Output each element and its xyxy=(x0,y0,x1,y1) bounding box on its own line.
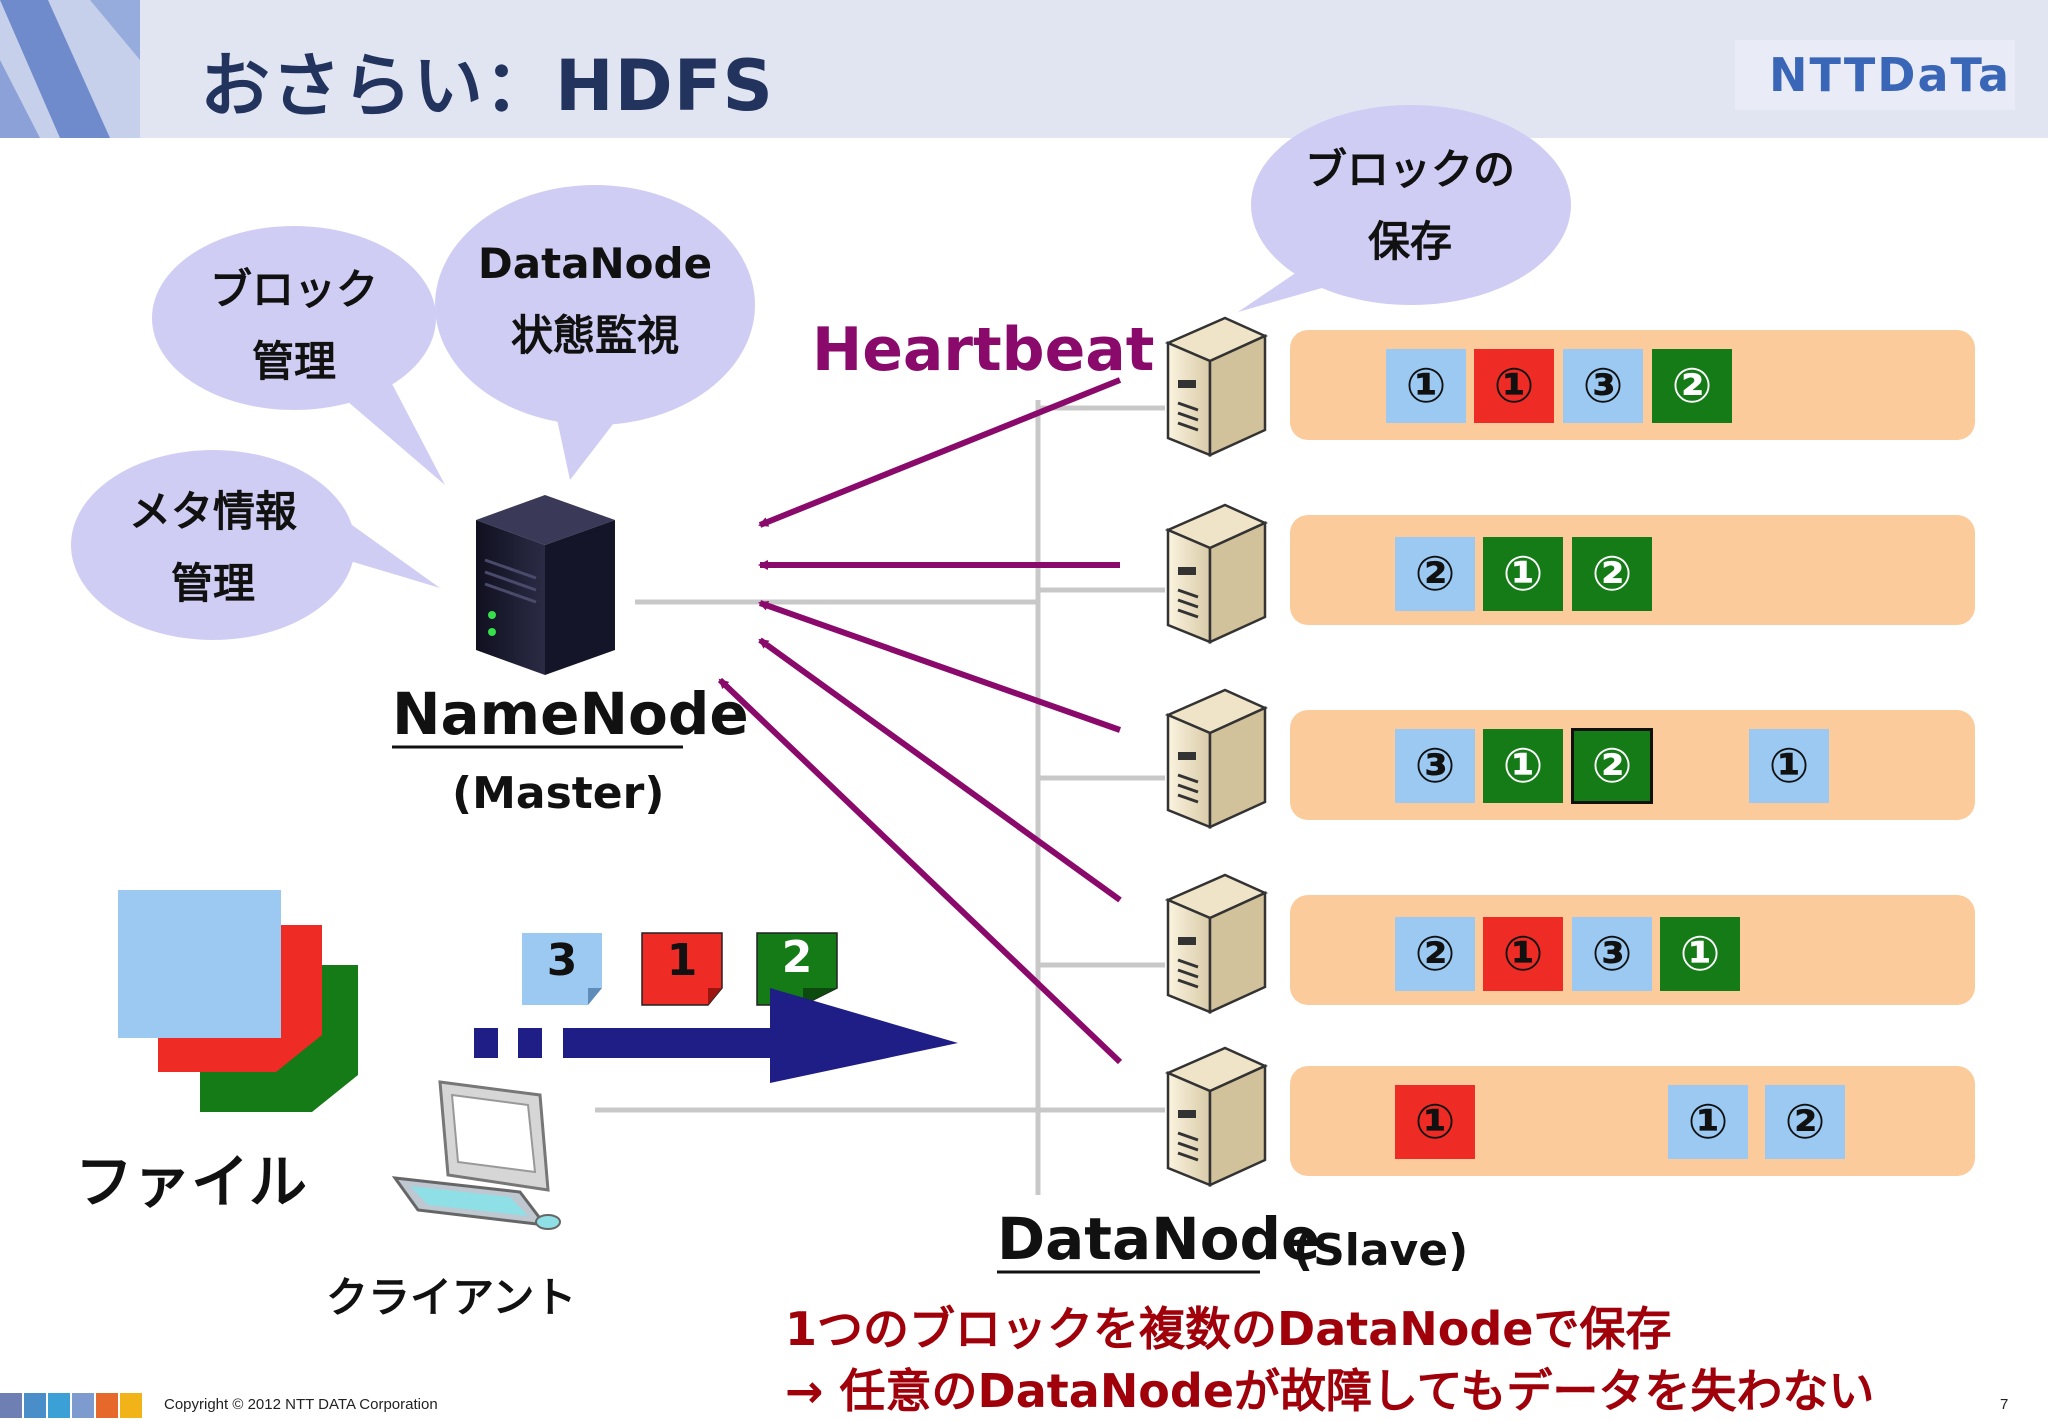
block: ② xyxy=(1395,917,1475,991)
copyright-text: Copyright © 2012 NTT DATA Corporation xyxy=(164,1396,438,1413)
bubble-block-management xyxy=(152,226,445,485)
bubble-datanode-monitor-text: DataNode 状態監視 xyxy=(470,228,720,372)
block: ③ xyxy=(1572,917,1652,991)
file-stack-icon xyxy=(118,890,358,1112)
network-lines xyxy=(595,400,1165,1195)
block: ② xyxy=(1765,1085,1845,1159)
page-number: 7 xyxy=(2000,1396,2009,1413)
datanode-label: DataNode xyxy=(997,1205,1321,1273)
file-chunk-2-label: 2 xyxy=(782,932,813,983)
bubble-block-store-line2: 保存 xyxy=(1367,217,1452,266)
block: ① xyxy=(1386,349,1466,423)
bubble-datanode-monitor xyxy=(435,185,755,480)
datanode-row-5 xyxy=(1290,1066,1975,1176)
bubble-meta-mgmt-line2: 管理 xyxy=(170,559,255,608)
file-chunk-3-label: 3 xyxy=(547,935,578,986)
transfer-arrow xyxy=(474,988,958,1083)
namenode-role-label: (Master) xyxy=(452,768,665,819)
header-bar xyxy=(0,0,2048,138)
block: ① xyxy=(1474,349,1554,423)
file-label: ファイル xyxy=(75,1148,308,1216)
datanode-server-icon xyxy=(1164,316,1269,457)
footer-color-strip xyxy=(0,1393,142,1418)
file-chunk-1-icon xyxy=(641,932,723,1006)
bubble-block-mgmt-line1: ブロック xyxy=(209,265,378,314)
bubble-block-mgmt-text: ブロック 管理 xyxy=(194,254,394,398)
block: ② xyxy=(1571,728,1653,804)
note-line-1: 1つのブロックを複数のDataNodeで保存 xyxy=(785,1302,1672,1356)
bubble-block-store xyxy=(1238,105,1571,312)
namenode-server-icon xyxy=(476,495,615,675)
bubble-block-mgmt-line2: 管理 xyxy=(251,337,336,386)
block: ③ xyxy=(1395,729,1475,803)
logo-text: NTTDaTa xyxy=(1769,48,2012,102)
file-chunk-1-label: 1 xyxy=(667,935,698,986)
client-computer-icon xyxy=(391,1080,561,1230)
bubble-datanode-monitor-line1: DataNode xyxy=(477,239,713,288)
bubble-meta-mgmt-text: メタ情報 管理 xyxy=(103,476,323,620)
block: ① xyxy=(1660,917,1740,991)
datanode-server-icons xyxy=(1164,316,1269,1187)
datanode-server-icon xyxy=(1164,873,1269,1014)
bubble-meta-management xyxy=(71,450,440,640)
client-label: クライアント xyxy=(326,1273,577,1322)
bubble-meta-mgmt-line1: メタ情報 xyxy=(128,487,297,536)
block: ① xyxy=(1749,729,1829,803)
bubble-block-store-line1: ブロックの xyxy=(1304,145,1515,194)
block: ① xyxy=(1483,537,1563,611)
block: ② xyxy=(1395,537,1475,611)
block: ② xyxy=(1652,349,1732,423)
heartbeat-arrows xyxy=(717,377,1123,1065)
block: ③ xyxy=(1563,349,1643,423)
note-line-2: → 任意のDataNodeが故障してもデータを失わない xyxy=(785,1364,1875,1418)
block: ① xyxy=(1483,729,1563,803)
bubble-datanode-monitor-line2: 状態監視 xyxy=(510,311,679,360)
file-chunk-3-icon xyxy=(522,933,602,1005)
datanode-server-icon xyxy=(1164,503,1269,644)
datanode-server-icon xyxy=(1164,688,1269,829)
slide-title: おさらい：HDFS xyxy=(200,45,774,127)
block: ② xyxy=(1572,537,1652,611)
datanode-server-icon xyxy=(1164,1046,1269,1187)
block: ① xyxy=(1395,1085,1475,1159)
bubble-block-store-text: ブロックの 保存 xyxy=(1290,134,1530,278)
heartbeat-label: Heartbeat xyxy=(812,315,1155,385)
company-logo: NTTDaTa xyxy=(1735,40,2015,110)
block: ① xyxy=(1668,1085,1748,1159)
namenode-label: NameNode xyxy=(392,680,749,748)
corner-decoration xyxy=(0,0,140,138)
block: ① xyxy=(1483,917,1563,991)
datanode-role-label: (Slave) xyxy=(1293,1225,1469,1276)
